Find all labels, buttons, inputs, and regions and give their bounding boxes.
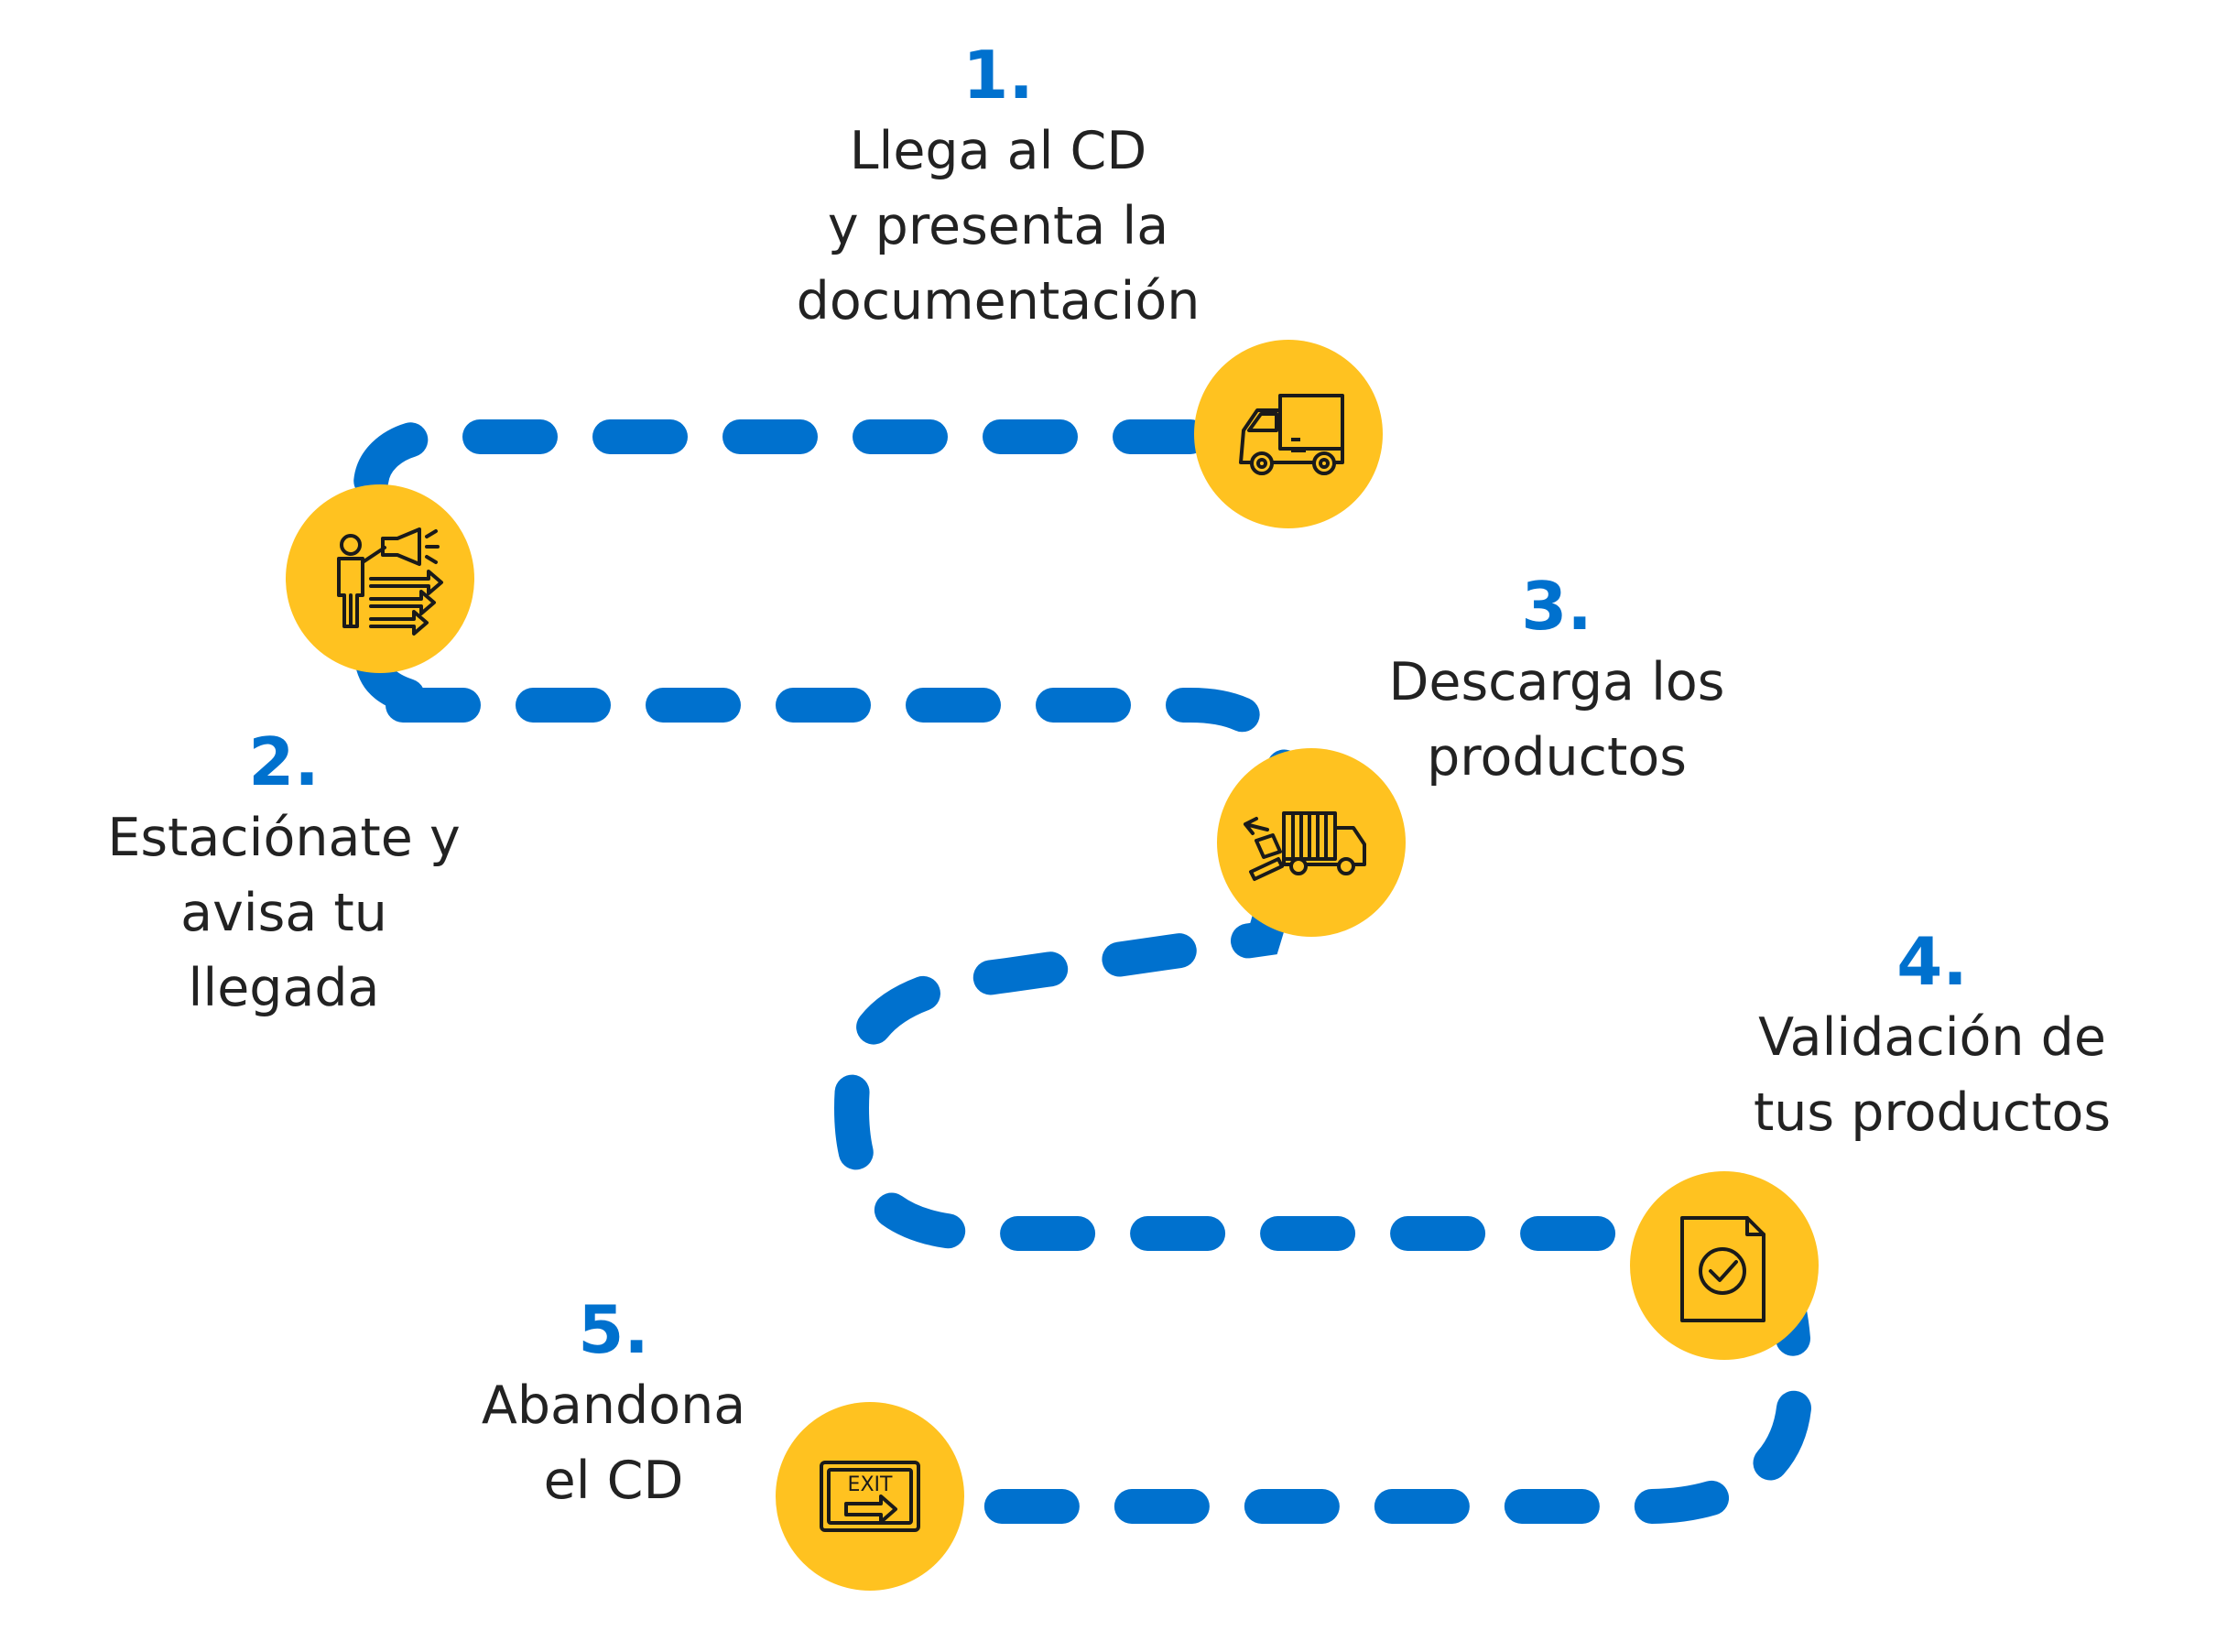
step-1-label: 1. Llega al CD y presenta la documentaci… bbox=[723, 37, 1273, 339]
step-5-line-1: Abandona bbox=[481, 1375, 746, 1436]
step-2-text: Estaciónate y avisa tu llegada bbox=[37, 800, 531, 1026]
step-3-number: 3. bbox=[1521, 568, 1592, 645]
step-3-text: Descarga los productos bbox=[1319, 645, 1795, 795]
step-5-marker: EXIT bbox=[776, 1402, 964, 1591]
step-4-marker bbox=[1630, 1171, 1819, 1360]
step-1-marker bbox=[1194, 340, 1383, 528]
step-2-line-1: Estaciónate y bbox=[107, 808, 461, 868]
step-4-text: Validación de tus productos bbox=[1676, 1000, 2189, 1150]
exit-sign-text: EXIT bbox=[848, 1473, 893, 1496]
step-1-line-1: Llega al CD bbox=[849, 121, 1147, 181]
step-1-line-3: documentación bbox=[796, 271, 1200, 331]
step-2-marker bbox=[286, 484, 474, 673]
step-1-text: Llega al CD y presenta la documentación bbox=[723, 114, 1273, 339]
step-5-label: 5. Abandona el CD bbox=[421, 1291, 806, 1518]
step-3-label: 3. Descarga los productos bbox=[1319, 568, 1795, 795]
step-4-line-1: Validación de bbox=[1758, 1007, 2106, 1068]
step-2-label: 2. Estaciónate y avisa tu llegada bbox=[37, 723, 531, 1026]
exit-sign-icon: EXIT bbox=[820, 1461, 920, 1532]
step-3-line-2: productos bbox=[1427, 727, 1687, 788]
step-2-line-2: avisa tu bbox=[180, 883, 387, 943]
step-3-line-1: Descarga los bbox=[1388, 652, 1725, 712]
document-check-icon bbox=[1680, 1216, 1765, 1322]
step-4-line-2: tus productos bbox=[1753, 1082, 2112, 1143]
step-5-number: 5. bbox=[578, 1291, 649, 1368]
step-2-line-3: llegada bbox=[188, 958, 380, 1018]
step-4-number: 4. bbox=[1896, 923, 1968, 1000]
step-1-line-2: y presenta la bbox=[827, 196, 1169, 256]
truck-icon bbox=[1239, 394, 1344, 475]
step-4-label: 4. Validación de tus productos bbox=[1676, 923, 2189, 1150]
step-5-text: Abandona el CD bbox=[421, 1368, 806, 1518]
step-5-line-2: el CD bbox=[543, 1451, 684, 1511]
step-2-number: 2. bbox=[248, 723, 320, 800]
unloading-truck-icon bbox=[1244, 811, 1366, 881]
step-3-marker bbox=[1217, 748, 1406, 937]
step-1-number: 1. bbox=[962, 37, 1034, 114]
person-megaphone-icon bbox=[337, 527, 443, 636]
